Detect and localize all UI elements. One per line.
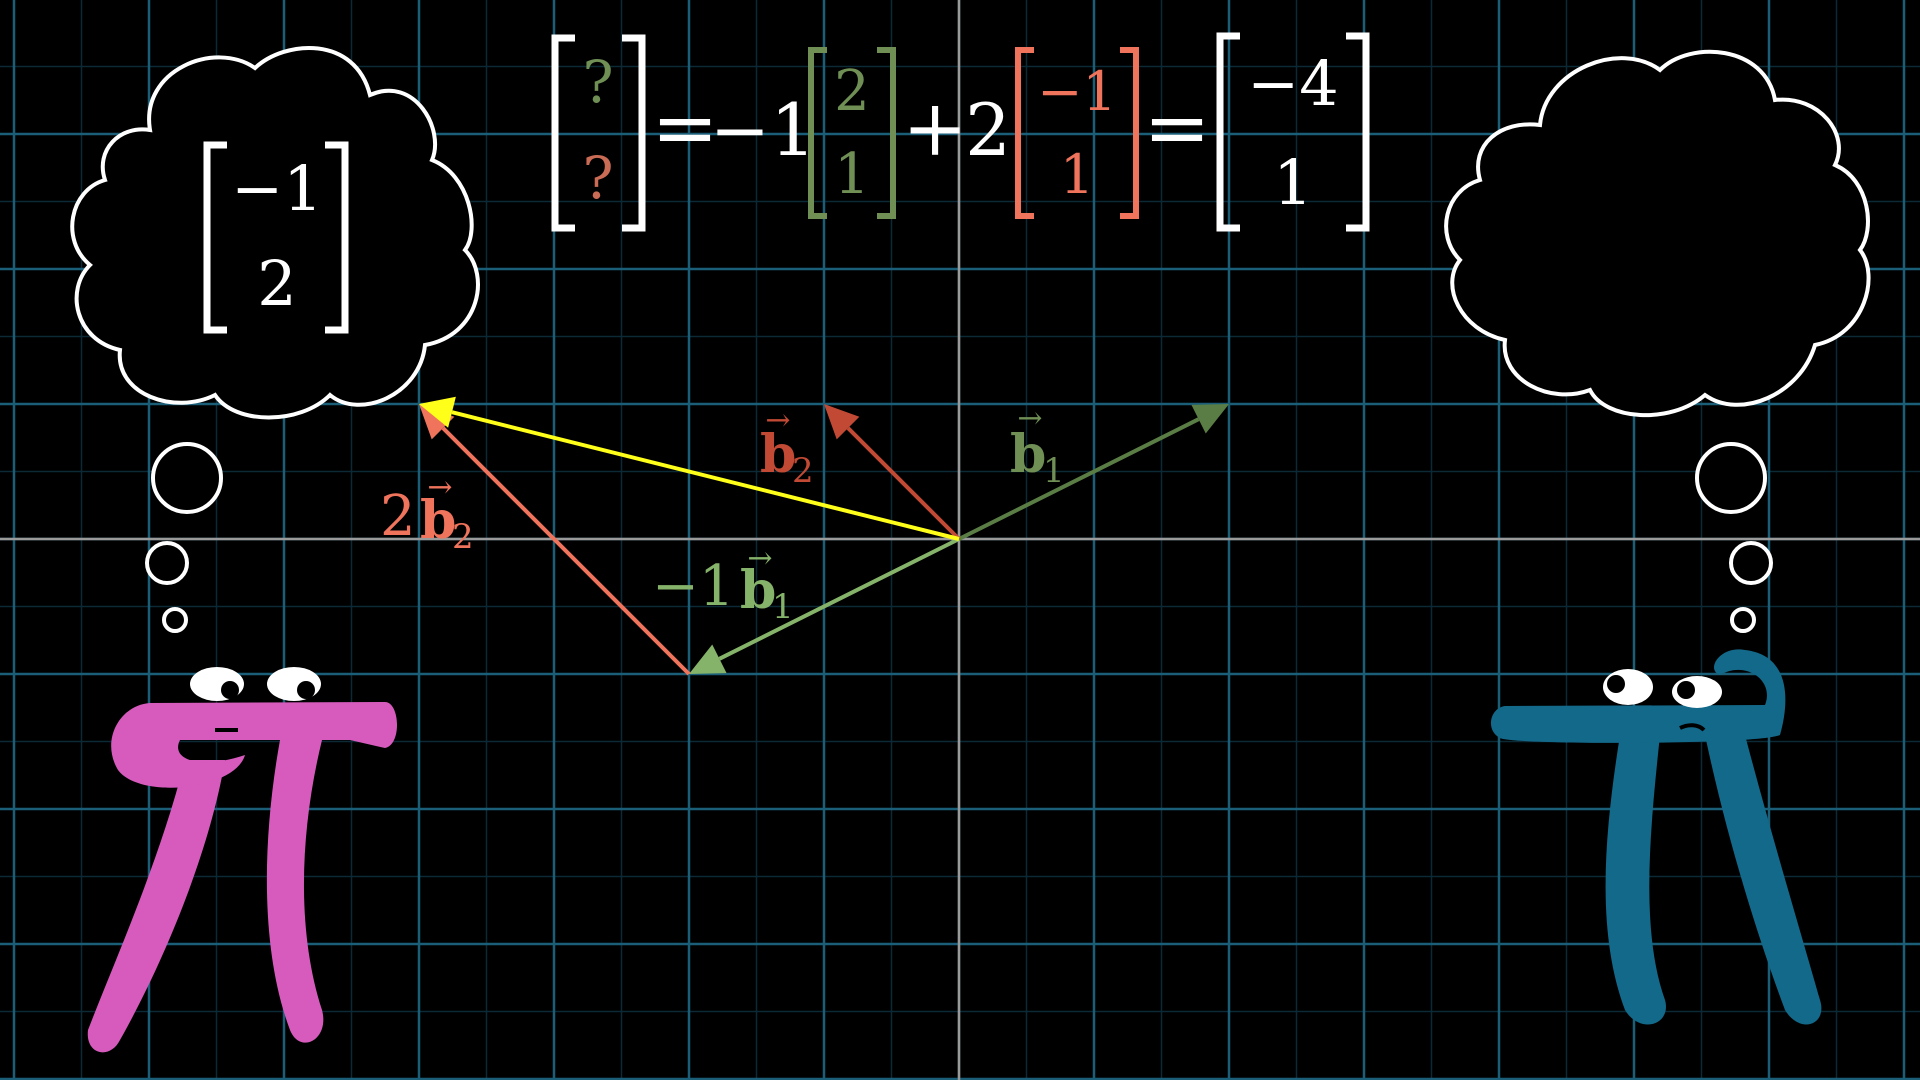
b1-matrix-brackets <box>808 47 896 219</box>
neg-b1-vector-head <box>689 644 727 674</box>
b1-matrix-top: 2 <box>834 59 870 124</box>
b1-label-name: b <box>1010 424 1046 485</box>
two-b2-vector-shaft <box>441 426 691 676</box>
equation: ? ? = −1 2 1 + 2 −1 1 = −4 1 <box>551 32 1370 232</box>
b1-label-arrow: → <box>1017 401 1042 436</box>
pink-pi-right-eye <box>267 667 321 701</box>
b1-label-sub: 1 <box>1043 451 1065 491</box>
neg-b1-vector <box>689 537 960 674</box>
left-thought-bubble: −1 2 <box>70 45 480 633</box>
blue-pi-right-pupil <box>1677 681 1695 699</box>
equals-sign-2: = <box>1143 81 1210 174</box>
right-thought-dot-large <box>1695 442 1767 514</box>
unknown-top: ? <box>582 48 613 116</box>
right-thought-bubble <box>1444 49 1871 633</box>
two-b2-arrow: → <box>427 470 452 505</box>
pink-pi-creature <box>87 667 398 1053</box>
result-matrix-brackets <box>1216 32 1370 232</box>
coefficient-two: 2 <box>965 88 1011 172</box>
b1-vector-head <box>1191 404 1229 434</box>
vector-labels: → b 2 → b 1 2 → b 2 −1 → b 1 <box>380 401 1065 627</box>
b2-vector-head <box>824 404 860 440</box>
b2-matrix-brackets <box>1015 47 1139 219</box>
left-bubble-matrix-brackets <box>203 141 349 334</box>
unknown-bottom: ? <box>582 144 613 212</box>
left-bubble-top: −1 <box>231 152 322 225</box>
right-thought-dot-medium <box>1729 541 1773 585</box>
neg-b1-arrow: → <box>747 541 772 576</box>
result-matrix-top: −4 <box>1247 47 1338 120</box>
b2-matrix-top: −1 <box>1037 60 1117 123</box>
left-thought-dot-large <box>151 442 223 514</box>
neg-b1-name: b <box>740 560 776 621</box>
two-b2-vector <box>419 404 691 676</box>
pink-pi-left-leg <box>87 760 226 1053</box>
left-cloud-shape <box>70 45 480 420</box>
blue-pi-mouth <box>1679 723 1706 732</box>
two-b2-label: 2 → b 2 <box>380 470 474 557</box>
two-b2-sub: 2 <box>452 517 474 557</box>
neg-b1-vector-shaft <box>718 537 960 661</box>
pink-pi-right-pupil <box>297 681 315 699</box>
b2-vector-shaft <box>846 426 961 541</box>
left-thought-dot-medium <box>145 541 189 585</box>
neg-b1-label: −1 → b 1 <box>652 541 794 627</box>
left-bubble-bottom: 2 <box>257 247 296 320</box>
equals-sign-1: = <box>651 81 718 174</box>
b1-vector-shaft <box>958 417 1200 541</box>
blue-pi-left-pupil <box>1607 675 1625 693</box>
pink-pi-left-pupil <box>221 681 239 699</box>
blue-pi-left-leg <box>1605 735 1666 1025</box>
vectors-layer <box>419 396 1229 676</box>
two-b2-vector-head <box>419 404 455 440</box>
blue-pi-right-leg <box>1705 735 1822 1025</box>
coefficient-neg-one: −1 <box>710 88 816 172</box>
sum-vector <box>419 396 960 541</box>
b2-label-sub: 2 <box>792 451 814 491</box>
neg-b1-sub: 1 <box>772 587 794 627</box>
pink-pi-top-bar <box>111 702 398 788</box>
sum-vector-shaft <box>451 410 960 541</box>
b1-matrix-bottom: 1 <box>834 142 870 207</box>
neg-b1-coef: −1 <box>652 554 735 619</box>
b2-label-name: b <box>760 424 796 485</box>
b1-vector <box>958 404 1229 541</box>
right-cloud-shape <box>1444 49 1871 418</box>
b2-matrix-bottom: 1 <box>1060 143 1094 206</box>
pink-pi-right-leg <box>266 740 324 1043</box>
blue-pi-top-bar <box>1490 649 1786 743</box>
unknown-matrix <box>551 34 646 232</box>
b1-label: → b 1 <box>1010 401 1065 491</box>
b2-vector <box>824 404 961 541</box>
plus-sign: + <box>902 84 967 174</box>
two-b2-name: b <box>420 490 456 551</box>
two-b2-coef: 2 <box>380 484 416 549</box>
b2-label-arrow: → <box>765 403 790 438</box>
result-matrix-bottom: 1 <box>1273 146 1312 219</box>
b2-label: → b 2 <box>760 403 814 491</box>
blue-pi-creature <box>1490 649 1822 1025</box>
sum-vector-head <box>419 396 456 428</box>
left-thought-dot-small <box>162 607 188 633</box>
right-thought-dot-small <box>1730 607 1756 633</box>
